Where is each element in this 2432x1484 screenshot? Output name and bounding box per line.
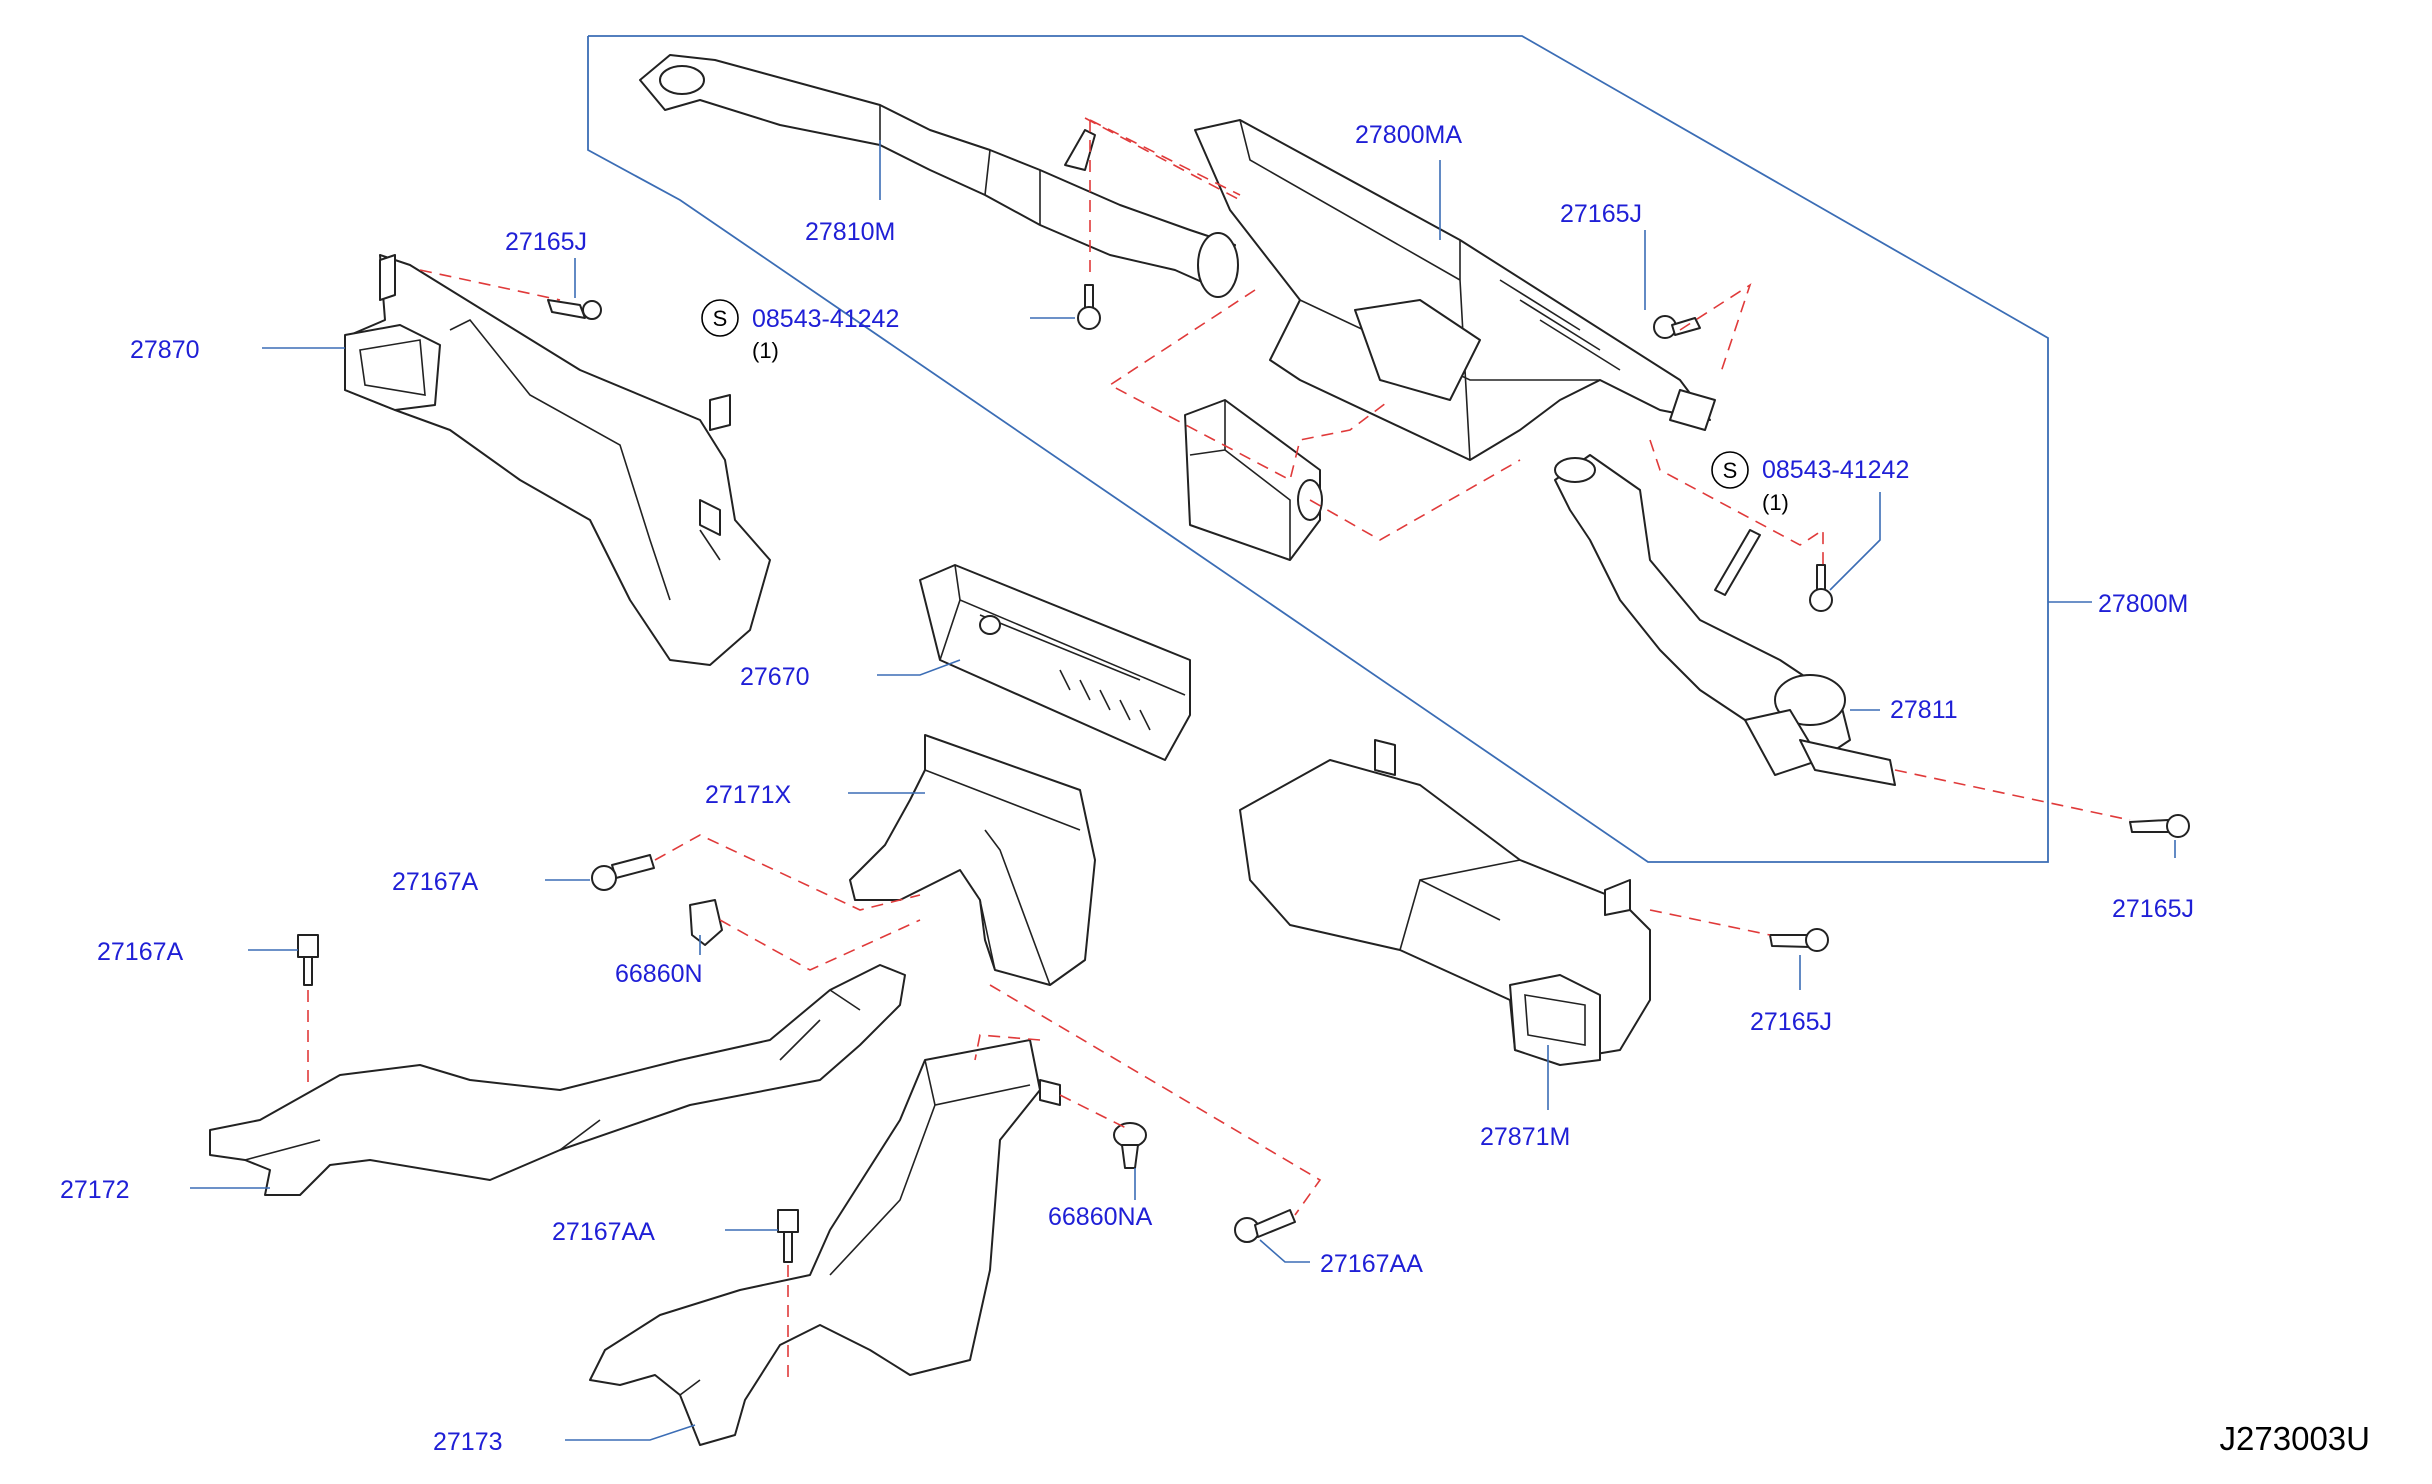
qty-top: (1) — [752, 338, 779, 363]
s-symbol: S — [713, 306, 728, 331]
label-66860n: 66860N — [615, 960, 703, 988]
fastener-screws — [297, 284, 2190, 1263]
label-27167a-left: 27167A — [97, 938, 184, 966]
label-27810m: 27810M — [805, 218, 895, 246]
label-27165j-right-mid: 27165J — [1750, 1008, 1832, 1036]
label-27173: 27173 — [433, 1428, 503, 1456]
s-callout-top-left: S 08543-41242 (1) — [701, 299, 899, 363]
duct-27171x-drawing — [849, 734, 1096, 986]
assembly-guides — [307, 117, 2131, 1380]
duct-27811-drawing — [1554, 454, 1896, 786]
center-vent-outlet-drawing — [1184, 399, 1323, 561]
vent-27670-drawing — [919, 564, 1191, 761]
label-27165j-far-right: 27165J — [2112, 895, 2194, 923]
duct-27810m-drawing — [639, 54, 1239, 298]
label-27670: 27670 — [740, 663, 810, 691]
s-symbol-right: S — [1723, 458, 1738, 483]
qty-right: (1) — [1762, 490, 1789, 515]
label-27167aa-left: 27167AA — [552, 1218, 655, 1246]
duct-27871m-drawing — [1239, 739, 1651, 1066]
label-27870: 27870 — [130, 336, 200, 364]
label-08543-41242-top: 08543-41242 — [752, 305, 899, 333]
vent-27800ma-drawing — [1194, 119, 1716, 461]
s-symbol-circle — [701, 299, 739, 337]
label-27165j-top-left: 27165J — [505, 228, 587, 256]
duct-27870-drawing — [344, 254, 771, 666]
label-08543-41242-right: 08543-41242 — [1762, 456, 1909, 484]
label-27167a-center: 27167A — [392, 868, 479, 896]
label-27800m: 27800M — [2098, 590, 2188, 618]
label-27811: 27811 — [1890, 696, 1958, 724]
duct-27172-drawing — [209, 964, 906, 1196]
s-symbol-circle-right — [1711, 451, 1749, 489]
assembly-frame — [587, 35, 2049, 863]
label-27171x: 27171X — [705, 781, 792, 809]
duct-27173-drawing — [589, 1039, 1061, 1446]
label-27172: 27172 — [60, 1176, 130, 1204]
leader-lines — [190, 140, 2176, 1441]
label-27871m: 27871M — [1480, 1123, 1570, 1151]
label-27167aa-right: 27167AA — [1320, 1250, 1423, 1278]
label-27165j-top-right: 27165J — [1560, 200, 1642, 228]
label-66860na: 66860NA — [1048, 1203, 1153, 1231]
s-callout-right: S 08543-41242 (1) — [1711, 451, 1909, 515]
label-27800ma: 27800MA — [1355, 121, 1462, 149]
diagram-id: J273003U — [2220, 1420, 2370, 1457]
